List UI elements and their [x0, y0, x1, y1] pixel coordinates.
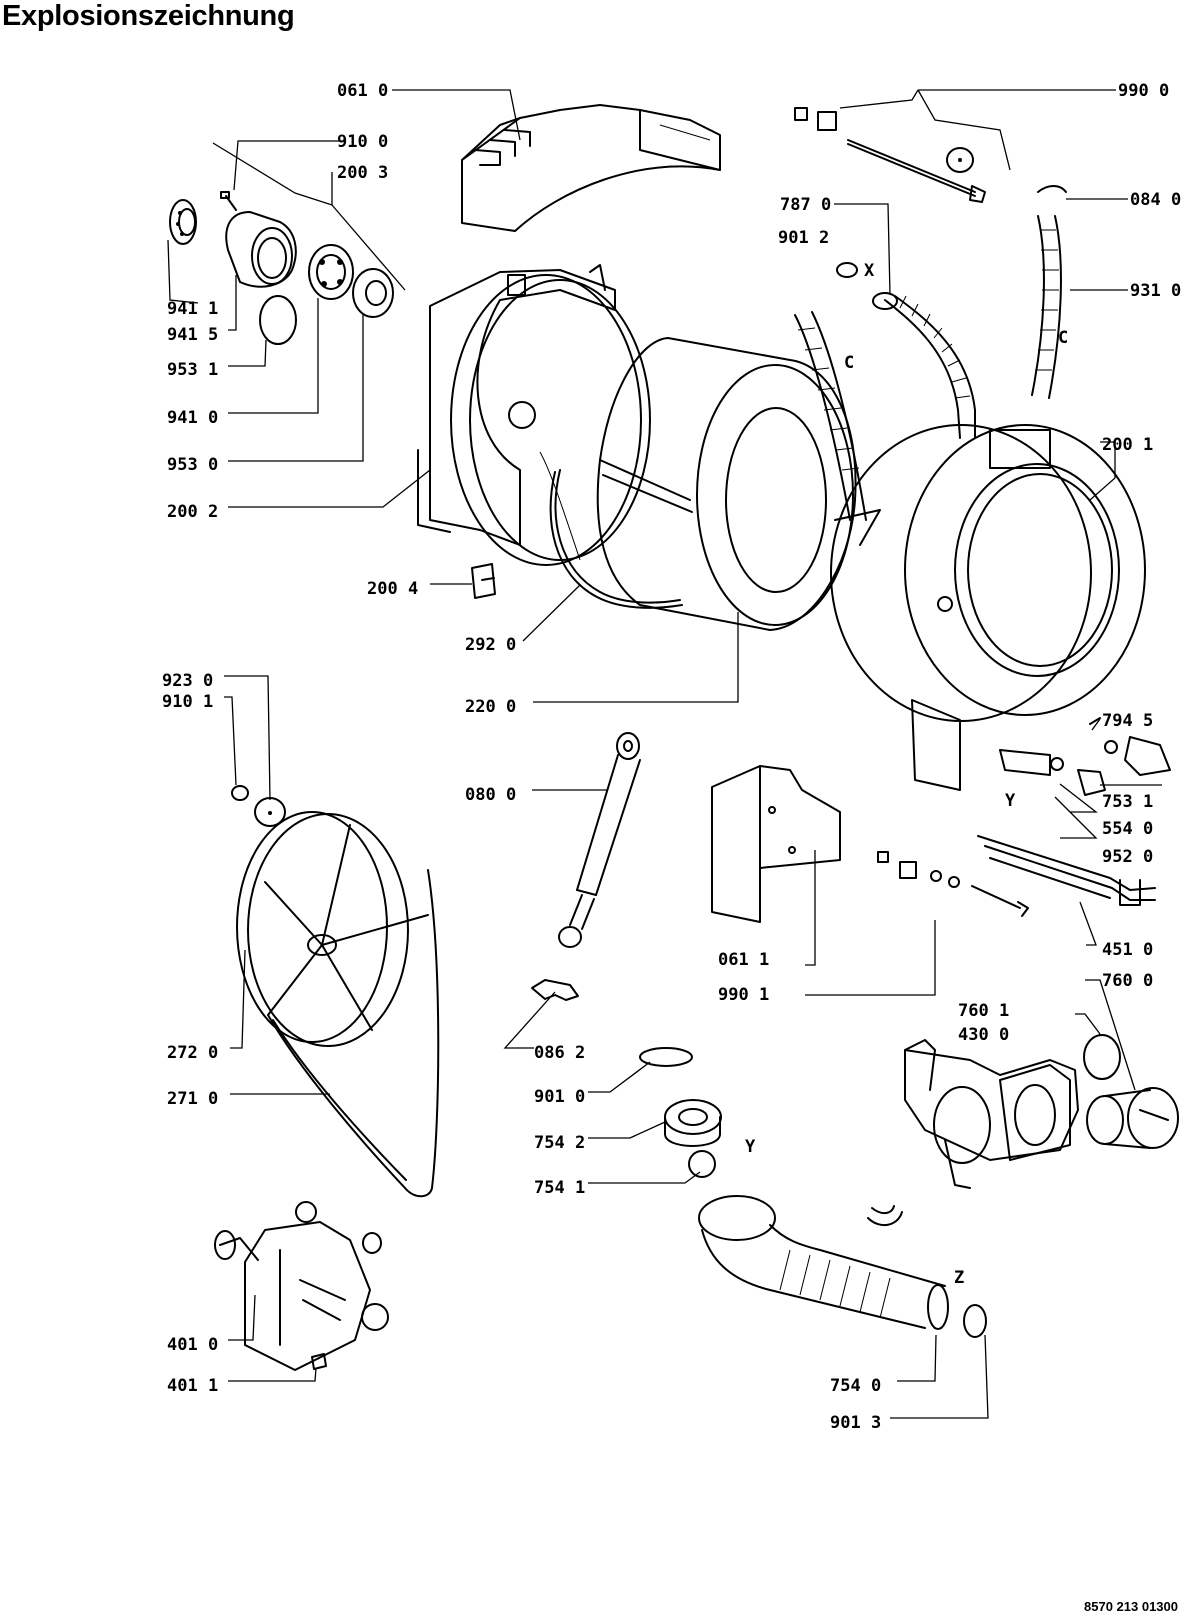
connection-markers: X C C Y Y Z [745, 261, 1068, 1288]
document-number: 8570 213 01300 [1084, 1599, 1178, 1614]
pump-seal-part [1083, 1034, 1121, 1080]
part-label: 952 0 [1102, 847, 1153, 867]
part-label: 451 0 [1102, 940, 1153, 960]
sump-seal-part [664, 1099, 722, 1147]
drum-part [596, 337, 857, 631]
part-label: 754 2 [534, 1133, 585, 1153]
shock-absorber-part [558, 732, 641, 948]
part-label: 794 5 [1102, 711, 1153, 731]
bellows-hose-part [872, 292, 976, 439]
page-title: Explosionszeichnung [2, 0, 295, 32]
marker-label: Z [954, 1268, 964, 1288]
bolt-set-top-part [794, 107, 986, 203]
drain-pump-part [904, 1039, 1079, 1189]
marker-label: C [1058, 328, 1068, 348]
marker-label: Y [1005, 791, 1016, 811]
clamp-ring-part [639, 1047, 693, 1067]
marker-label: C [844, 353, 854, 373]
soap-hose-part [794, 311, 881, 546]
bolt-set-front-part [877, 851, 1029, 917]
elbow-hose-part [867, 1205, 903, 1227]
pump-filter-part [1086, 1087, 1179, 1149]
counterweight-top-part [461, 104, 721, 232]
part-label: 787 0 [780, 195, 831, 215]
hose-clamp-part [963, 1304, 987, 1338]
part-label: 941 1 [167, 299, 218, 319]
bracket-small-part [531, 979, 579, 1001]
part-label: 760 1 [958, 1001, 1009, 1021]
seal-ring-part [549, 469, 683, 609]
marker-label: X [864, 261, 875, 281]
part-label: 220 0 [465, 697, 516, 717]
heating-element-part [977, 835, 1156, 906]
part-label: 910 0 [337, 132, 388, 152]
part-label: 754 1 [534, 1178, 585, 1198]
part-label: 061 0 [337, 81, 388, 101]
part-label: 084 0 [1130, 190, 1181, 210]
heater-sensor-parts [1050, 717, 1171, 796]
front-tub-part [830, 424, 1146, 791]
part-label: 080 0 [465, 785, 516, 805]
part-label: 086 2 [534, 1043, 585, 1063]
hose-bend-part [1037, 185, 1067, 193]
part-label: 401 1 [167, 1376, 218, 1396]
bearing-pack-part [169, 191, 394, 345]
part-label: 941 5 [167, 325, 218, 345]
part-label: 401 0 [167, 1335, 218, 1355]
leader-lines [167, 89, 1162, 1419]
part-label: 430 0 [958, 1025, 1009, 1045]
ball-valve-part [688, 1150, 716, 1178]
part-label: 953 0 [167, 455, 218, 475]
small-clamp-part [836, 262, 858, 278]
part-label: 271 0 [167, 1089, 218, 1109]
part-label: 754 0 [830, 1376, 881, 1396]
pulley-part [236, 811, 429, 1047]
clip-part [471, 563, 496, 599]
motor-part [214, 1201, 389, 1371]
drive-belt-part [267, 869, 440, 1198]
part-label: 554 0 [1102, 819, 1153, 839]
part-label: 931 0 [1130, 281, 1181, 301]
part-label: 990 1 [718, 985, 769, 1005]
part-label: 061 1 [718, 950, 769, 970]
nut-washer-part [231, 785, 286, 827]
part-label: 953 1 [167, 360, 218, 380]
marker-label: Y [745, 1137, 756, 1157]
fill-hose-right-part [1031, 215, 1062, 399]
rear-tub-part [417, 264, 651, 566]
part-label: 760 0 [1102, 971, 1153, 991]
part-label: 901 3 [830, 1413, 881, 1433]
part-label: 272 0 [167, 1043, 218, 1063]
sump-hose-part [698, 1195, 949, 1330]
part-label: 910 1 [162, 692, 213, 712]
part-label: 941 0 [167, 408, 218, 428]
part-label: 753 1 [1102, 792, 1153, 812]
part-label: 292 0 [465, 635, 516, 655]
counterweight-front-part [711, 765, 841, 923]
part-label: 990 0 [1118, 81, 1169, 101]
motor-clip-part [311, 1353, 327, 1370]
part-number-labels: 061 0 910 0 200 3 941 1 941 5 953 1 941 … [162, 81, 1181, 1433]
part-label: 200 3 [337, 163, 388, 183]
part-label: 901 2 [778, 228, 829, 248]
part-label: 923 0 [162, 671, 213, 691]
part-label: 901 0 [534, 1087, 585, 1107]
part-label: 200 2 [167, 502, 218, 522]
part-label: 200 4 [367, 579, 418, 599]
part-label: 200 1 [1102, 435, 1153, 455]
